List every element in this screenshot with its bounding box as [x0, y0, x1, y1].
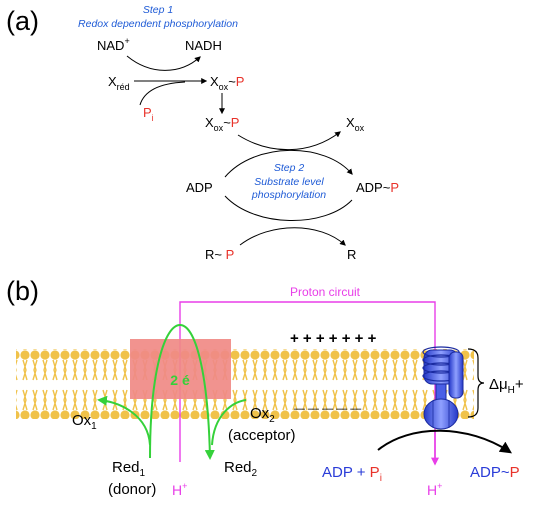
r-label: R — [347, 247, 356, 262]
x-red-label: Xréd — [108, 74, 130, 92]
pi-label: Pi — [143, 105, 154, 123]
x-ox-label: Xox — [346, 115, 365, 133]
step2-upper-arc — [224, 149, 353, 178]
ox1-label: Ox1 — [72, 412, 97, 432]
proton-circuit-label: Proton circuit — [290, 285, 361, 299]
svg-text:Red1: Red1 — [112, 459, 146, 479]
adp-label: ADP — [186, 180, 213, 195]
membrane-bilayer — [16, 349, 474, 419]
svg-text:ΔμH+: ΔμH+ — [489, 376, 524, 396]
h-plus-left-label: H+ — [172, 481, 187, 498]
svg-text:Ox1: Ox1 — [72, 412, 97, 432]
step2-lower-arc — [224, 195, 353, 221]
x-ox-p-label-2: Xox~P — [205, 115, 239, 133]
acceptor-label: (acceptor) — [228, 427, 296, 444]
adp-p-label-b: ADP~P — [470, 464, 520, 481]
step2-bottom-curve — [239, 227, 346, 246]
respiratory-complex — [130, 339, 231, 399]
delta-mu-label: ΔμH+ — [489, 376, 524, 396]
atp-synthase — [422, 346, 464, 430]
svg-text:Xox: Xox — [346, 115, 365, 133]
donor-label: (donor) — [108, 481, 156, 498]
svg-text:H+: H+ — [427, 481, 442, 498]
membrane-bracket — [467, 348, 485, 418]
ox1-arc — [97, 395, 151, 446]
electron-arc — [149, 323, 215, 460]
adp-p-label-a: ADP~P — [356, 180, 399, 195]
ox2-label: Ox2 — [250, 405, 275, 425]
svg-text:ADP~P: ADP~P — [470, 464, 520, 481]
two-electron-label: 2 é — [170, 372, 190, 388]
svg-text:ADP~P: ADP~P — [356, 180, 399, 195]
step2-top-curve — [237, 131, 341, 151]
svg-text:ADP + Pi: ADP + Pi — [322, 464, 382, 484]
svg-text:Red2: Red2 — [224, 459, 258, 479]
panel-b-label: (b) — [6, 276, 39, 306]
nad-plus-label: NAD+ — [97, 36, 130, 53]
r-p-label: R~ P — [205, 247, 234, 262]
step1-description: Redox dependent phosphorylation — [78, 18, 238, 30]
step2-description-line2: phosphorylation — [251, 189, 326, 201]
svg-text:H+: H+ — [172, 481, 187, 498]
svg-text:R~ P: R~ P — [205, 247, 234, 262]
svg-text:Xox~P: Xox~P — [210, 74, 244, 92]
svg-text:Xréd: Xréd — [108, 74, 130, 92]
atp-synthesis-arrow — [377, 429, 512, 454]
minus-signs: — — — — — — [294, 403, 361, 415]
step1-title: Step 1 — [143, 4, 173, 16]
adp-pi-label: ADP + Pi — [322, 464, 382, 484]
ox2-arc — [211, 399, 247, 446]
red2-label: Red2 — [224, 459, 258, 479]
nadh-label: NADH — [185, 38, 222, 53]
pi-curved-arrow — [139, 81, 186, 106]
svg-text:Ox2: Ox2 — [250, 405, 275, 425]
h-plus-right-label: H+ — [427, 481, 442, 498]
red1-label: Red1 — [112, 459, 146, 479]
svg-text:Pi: Pi — [143, 105, 154, 123]
svg-text:Xox~P: Xox~P — [205, 115, 239, 133]
svg-text:NAD+: NAD+ — [97, 36, 130, 53]
step2-title: Step 2 — [274, 162, 305, 174]
step1-curved-arrow — [126, 55, 201, 71]
x-ox-p-label-1: Xox~P — [210, 74, 244, 92]
step2-description-line1: Substrate level — [254, 176, 324, 188]
plus-signs: + + + + + + + — [290, 330, 377, 347]
panel-a-label: (a) — [6, 6, 39, 36]
